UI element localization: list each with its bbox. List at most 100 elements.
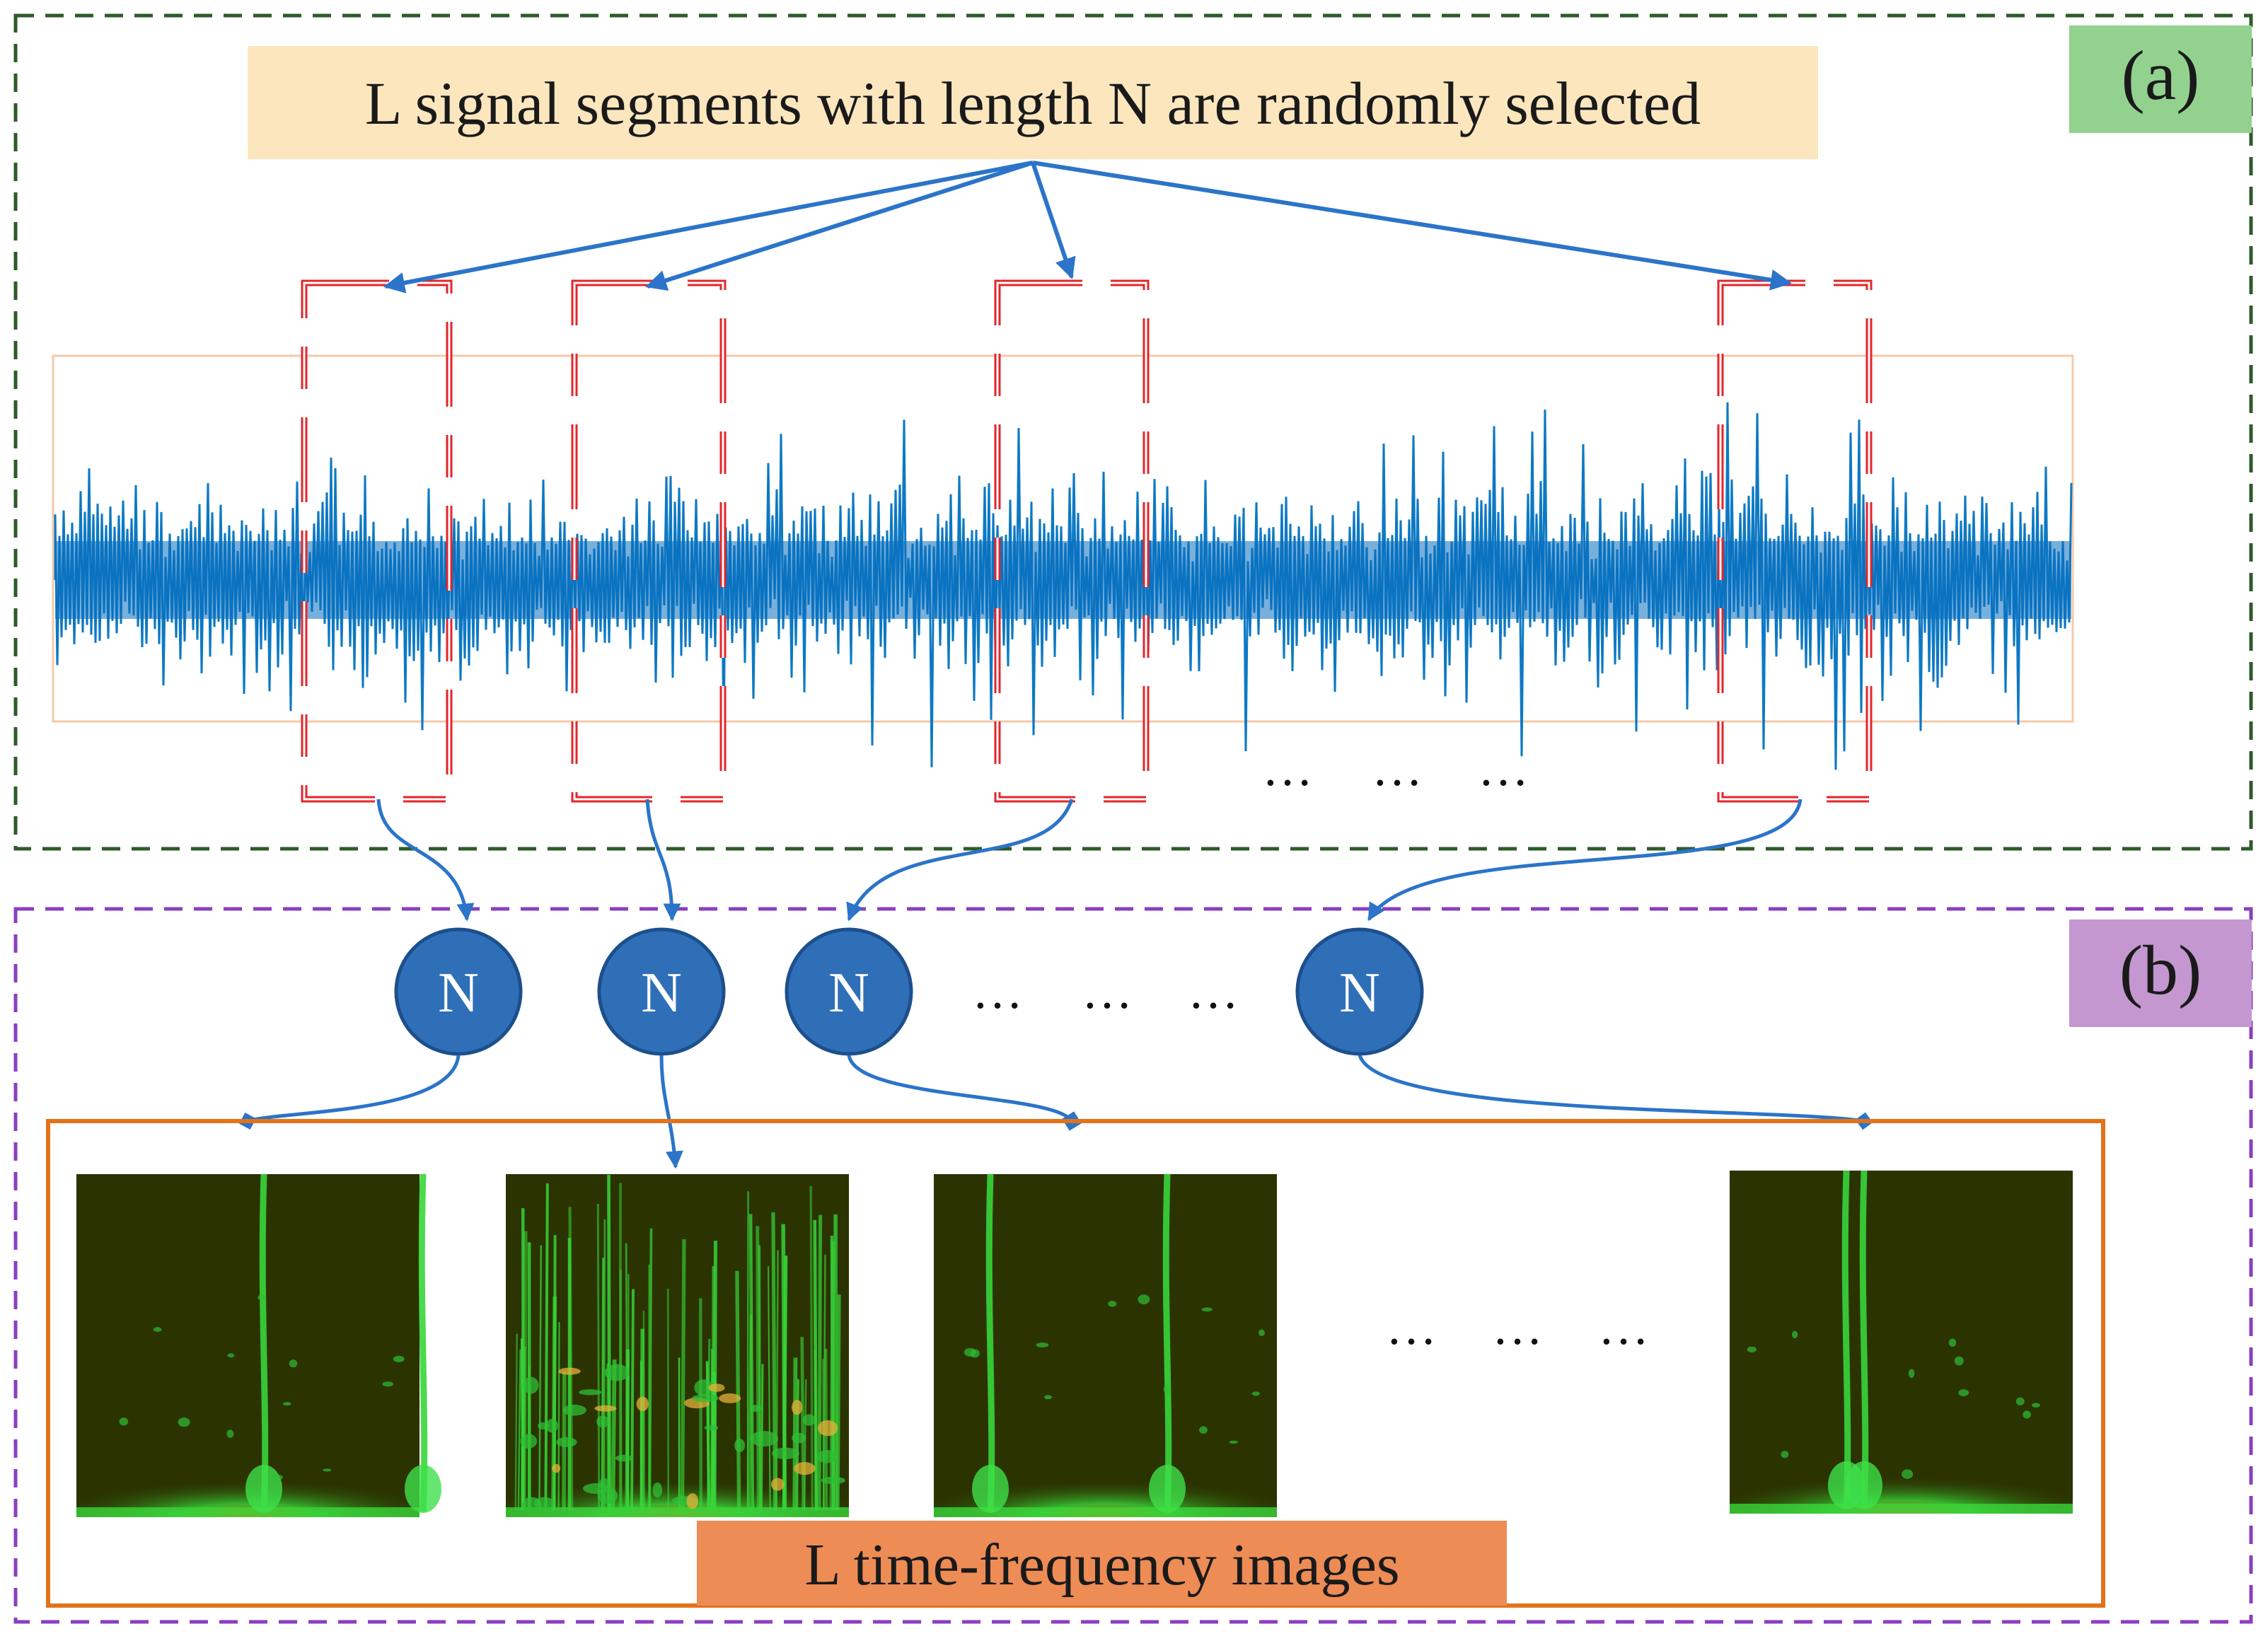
tf-image-blob — [734, 1439, 746, 1453]
tf-image-blob — [817, 1449, 837, 1463]
tf-image-blob — [2031, 1403, 2040, 1408]
tf-image-blob — [582, 1483, 610, 1495]
segment-box-4 — [1717, 279, 1873, 803]
tf-image-blob — [615, 1454, 634, 1462]
tf-image-streak — [601, 1258, 605, 1511]
tf-image-blob — [770, 1478, 785, 1491]
tf-image-blob — [562, 1404, 586, 1416]
tf-image-blob — [1958, 1389, 1969, 1397]
tf-image-energy-spot — [1846, 1461, 1882, 1509]
tf-image-blob — [382, 1381, 394, 1387]
tf-image-3 — [934, 1173, 1277, 1517]
tf-image-blob — [1036, 1342, 1049, 1348]
panel-a-border — [13, 13, 2253, 851]
node-image-connector-2 — [659, 1055, 683, 1169]
tf-image-blob — [523, 1376, 539, 1394]
segment-box-1 — [301, 279, 453, 803]
selection-arrow-3 — [1031, 162, 1076, 279]
tf-image-streak — [517, 1349, 521, 1511]
tf-image-blob — [719, 1393, 741, 1403]
images-caption: L time-frequency images — [804, 1532, 1399, 1598]
tf-image-streak — [800, 1337, 806, 1511]
tf-image-streak — [813, 1219, 818, 1511]
nodes-ellipsis-3: … — [1188, 963, 1239, 1019]
nodes-ellipsis-1: … — [972, 963, 1023, 1019]
tf-image-blob — [1108, 1300, 1117, 1307]
tf-image-ridge — [1841, 1170, 1851, 1509]
tf-image-blob — [692, 1393, 719, 1403]
tf-image-baseline — [934, 1507, 1277, 1517]
tf-image-blob — [594, 1405, 617, 1412]
tf-image-streak — [640, 1328, 644, 1511]
tf-image-blob — [258, 1294, 267, 1301]
node-1-circle — [394, 927, 523, 1056]
node-2: N — [597, 927, 726, 1056]
tf-image-streak — [835, 1294, 841, 1511]
tf-image-blob — [579, 1389, 602, 1396]
tf-image-blob — [520, 1434, 538, 1449]
tf-image-energy-spot — [405, 1465, 441, 1513]
vibration-signal-waveform — [54, 402, 2073, 770]
tf-image-blob — [1902, 1469, 1914, 1479]
tf-image-blob — [272, 1474, 283, 1480]
tf-image-blob — [2023, 1410, 2031, 1419]
tf-image-blob — [323, 1468, 332, 1472]
tf-image-blob — [1199, 1426, 1208, 1434]
images-ellipsis-2: … — [1492, 1299, 1543, 1355]
tf-image-2 — [506, 1174, 849, 1517]
tf-image-streak — [775, 1250, 779, 1511]
tf-image-blob — [521, 1497, 542, 1513]
tf-image-streak — [768, 1266, 771, 1511]
segment-node-arrow-1 — [376, 799, 475, 922]
segment-node-arrow-2 — [645, 799, 681, 922]
tf-image-blob — [794, 1462, 816, 1475]
tf-image-blob — [178, 1417, 190, 1427]
tf-image-blob — [686, 1493, 699, 1509]
node-3-circle — [785, 927, 913, 1056]
tf-image-blob — [1201, 1307, 1213, 1312]
tf-image-blob — [119, 1417, 129, 1426]
tf-image-4 — [1730, 1170, 2073, 1514]
tf-image-blob — [393, 1355, 405, 1362]
panel-a-tag-bg — [2069, 25, 2252, 133]
tf-image-blob — [792, 1432, 806, 1444]
tf-image-blob — [289, 1359, 298, 1368]
tf-image-streak — [611, 1359, 617, 1511]
node-image-connector-4 — [1358, 1055, 1873, 1130]
images-ellipsis-1: … — [1386, 1299, 1437, 1355]
node-3-label: N — [828, 962, 869, 1024]
tf-image-streak — [680, 1239, 686, 1511]
tf-image-blob — [964, 1347, 976, 1357]
tf-image-blob — [153, 1327, 162, 1332]
tf-image-streak — [630, 1289, 635, 1511]
tf-image-blob — [652, 1482, 663, 1498]
tf-image-blob — [1044, 1395, 1052, 1400]
panel-b-border — [13, 907, 2253, 1624]
node-image-connector-3 — [847, 1055, 1082, 1131]
node-1: N — [394, 927, 523, 1056]
segment-to-node-arrows — [376, 799, 1803, 922]
tf-image-1 — [76, 1173, 441, 1517]
tf-image-blob — [596, 1415, 609, 1428]
tf-image-streak — [809, 1185, 814, 1511]
tf-image-blob — [708, 1383, 725, 1392]
tf-image-blob — [558, 1367, 581, 1375]
tf-image-blob — [1163, 1384, 1170, 1394]
selection-arrows — [383, 161, 1792, 294]
tf-image-blob — [750, 1431, 779, 1447]
tf-image-energy-spot — [1149, 1465, 1186, 1513]
tf-image-blob — [792, 1399, 803, 1415]
tf-image-streak — [551, 1296, 557, 1511]
tf-image-blob — [282, 1402, 291, 1406]
tf-image-low-freq-glow — [1730, 1450, 2073, 1514]
time-frequency-images — [76, 1170, 2073, 1517]
tf-image-streak — [544, 1183, 549, 1511]
tf-image-ridge — [1162, 1173, 1172, 1512]
node-4: N — [1295, 927, 1424, 1056]
segments-ellipsis-2: … — [1372, 740, 1423, 796]
tf-image-blob — [1781, 1451, 1789, 1458]
tf-image-blob — [636, 1396, 649, 1412]
node-2-label: N — [641, 962, 682, 1024]
panel-a-title: L signal segments with length N are rand… — [365, 69, 1701, 137]
